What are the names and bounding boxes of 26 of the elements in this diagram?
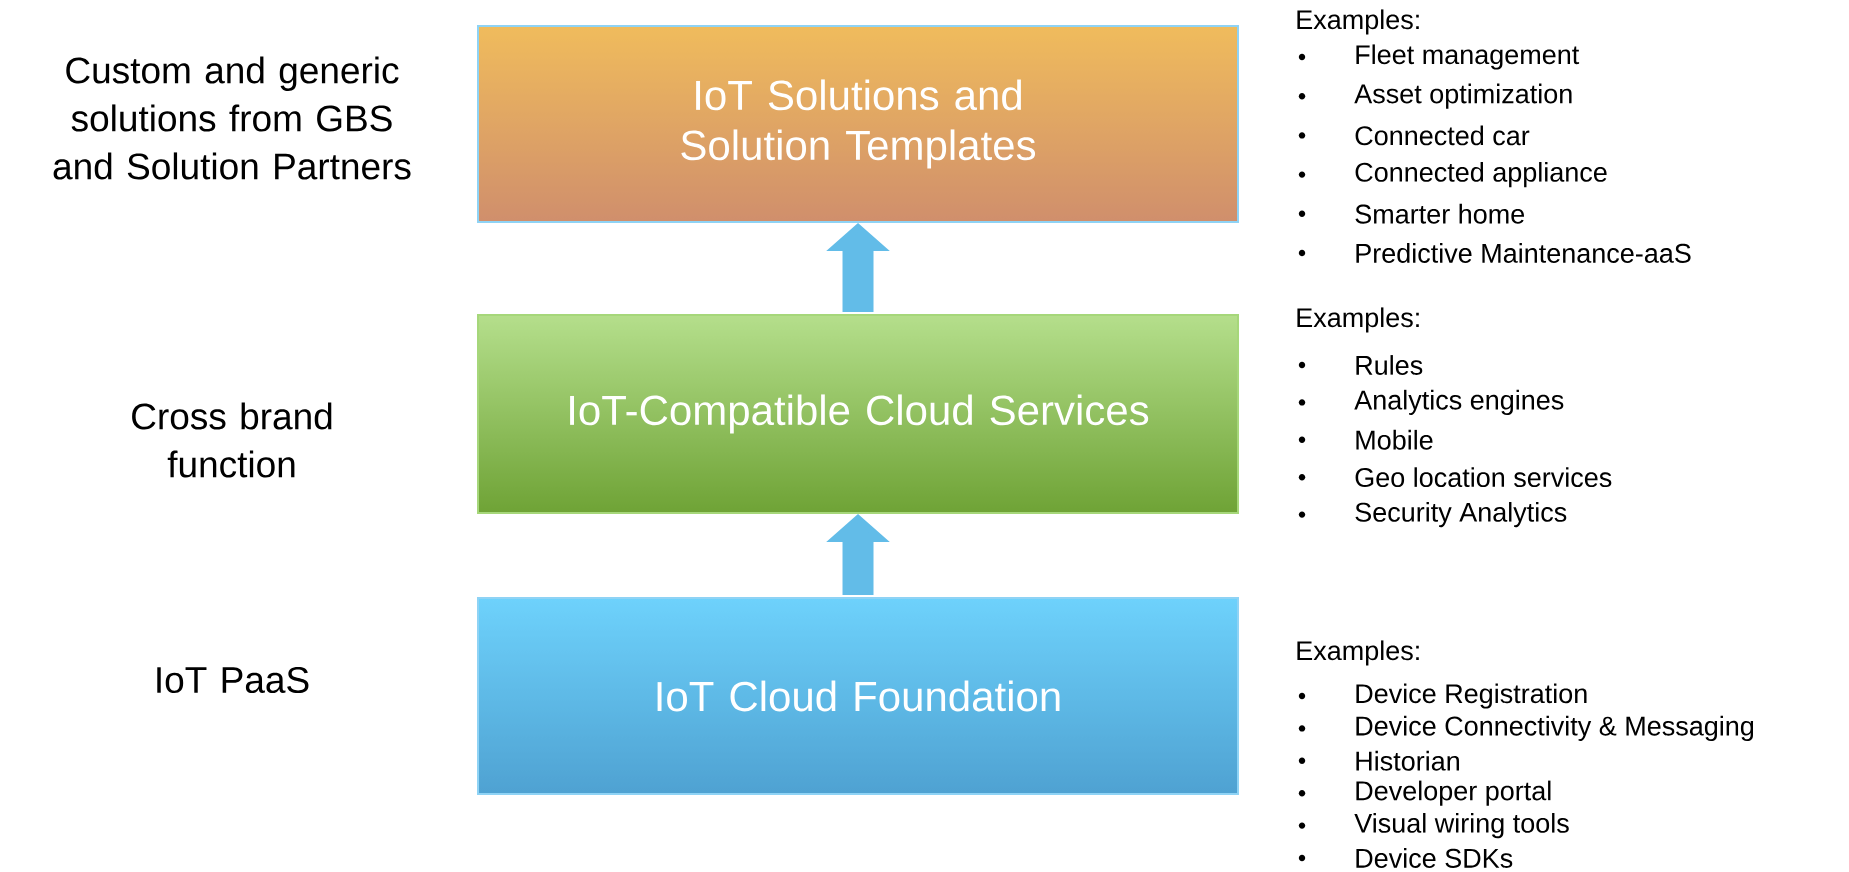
example-item: Security Analytics — [1355, 502, 1567, 528]
example-item: Developer portal — [1356, 780, 1551, 806]
example-item: Rules — [1356, 355, 1423, 375]
layer-box: IoT-Compatible Cloud Services — [477, 314, 1239, 514]
example-item: Asset optimization — [1354, 83, 1572, 109]
example-item: Analytics engines — [1354, 389, 1564, 415]
examples-heading: Examples: — [1297, 307, 1419, 333]
example-item: Device Connectivity & Messaging — [1356, 715, 1754, 741]
examples-heading: Examples: — [1297, 9, 1419, 35]
example-item: Device SDKs — [1356, 848, 1513, 868]
example-item: Connected appliance — [1355, 162, 1607, 188]
example-item: Fleet management — [1356, 44, 1580, 70]
side-label: IoT PaaS — [157, 666, 309, 694]
layer-box: IoT Solutions and Solution Templates — [477, 25, 1239, 223]
side-label: Custom and generic solutions from GBS and Solution Partners — [53, 56, 411, 180]
layer-box: IoT Cloud Foundation — [477, 597, 1239, 795]
example-item: Predictive Maintenance-aaS — [1356, 243, 1691, 263]
example-item: Connected car — [1355, 125, 1530, 146]
example-item: Historian — [1356, 750, 1459, 771]
example-item: Smarter home — [1355, 203, 1525, 224]
example-item: Mobile — [1356, 429, 1433, 450]
example-item: Geo location services — [1355, 467, 1612, 488]
side-label: Cross brand function — [132, 402, 332, 478]
examples-heading: Examples: — [1297, 640, 1419, 666]
example-item: Device Registration — [1356, 683, 1587, 709]
example-item: Visual wiring tools — [1354, 813, 1569, 839]
